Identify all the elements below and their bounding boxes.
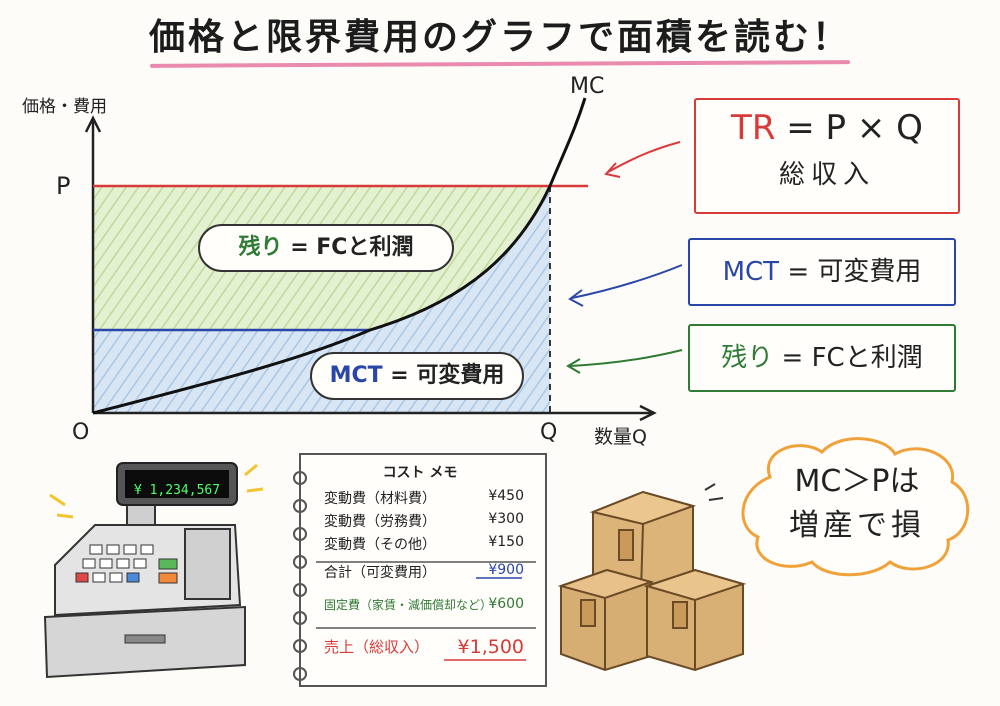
cash-register-illustration [43, 462, 264, 679]
cardboard-boxes-illustration [557, 483, 747, 672]
variable-cost-region-label: MCT = 可変費用 [310, 352, 524, 400]
memo-value: ¥1,500 [457, 636, 524, 658]
memo-value: ¥300 [488, 511, 524, 527]
memo-label: 変動費（材料費） [324, 491, 436, 507]
cloud-line-2: 増産で損 [789, 508, 925, 543]
surplus-label-term: 残り [238, 235, 283, 260]
memo-value: ¥900 [488, 562, 524, 578]
register-display: ¥ 1,234,567 [133, 483, 221, 498]
cloud-bubble [741, 437, 970, 577]
memo-label: 固定費（家賃・減価償却など） [324, 598, 493, 612]
mc-label: MC [570, 74, 605, 99]
memo-value: ¥150 [488, 534, 524, 550]
arrow-tr [607, 141, 681, 173]
variable-cost-region-left [93, 330, 370, 413]
remainder-box: 残り = FCと利潤 [688, 324, 956, 392]
memo-value: ¥600 [488, 596, 524, 612]
origin-label: O [72, 420, 90, 445]
surplus-label-definition: = FCと利潤 [282, 235, 414, 260]
p-tick-label: P [56, 172, 71, 200]
tr-term: TR [731, 108, 776, 148]
arrow-remainder [569, 349, 683, 367]
remainder-equation: = FCと利潤 [773, 343, 923, 373]
tr-box: TR = P × Q 総収入 [694, 98, 960, 214]
y-axis-label: 価格・費用 [22, 97, 107, 117]
memo-value: ¥450 [488, 488, 524, 504]
mct-box: MCT = 可変費用 [688, 238, 956, 306]
memo-label: 変動費（労務費） [324, 514, 436, 530]
x-axis-label: 数量Q [594, 426, 647, 448]
memo-pad-paper [293, 453, 547, 687]
cloud-line-1: MC＞Pは [794, 464, 920, 499]
remainder-term: 残り [721, 343, 774, 373]
memo-heading: コスト メモ [382, 465, 458, 481]
mc-curve [92, 97, 587, 415]
mct-term: MCT [722, 257, 780, 287]
page-title: 価格と限界費用のグラフで面積を読む！ [148, 17, 851, 58]
memo-pad: コスト メモ 変動費（材料費） ¥450 変動費（労務費） ¥300 変動費（その他… [286, 448, 554, 692]
memo-label: 変動費（その他） [324, 537, 436, 553]
q-tick-label: Q [540, 420, 558, 445]
memo-label: 売上（総収入） [324, 638, 430, 656]
tr-equation: = P × Q [775, 108, 923, 148]
tr-subtitle: 総収入 [778, 160, 875, 190]
tr-formula: TR = P × Q [696, 108, 958, 148]
arrow-mct [571, 264, 683, 299]
mct-equation: = 可変費用 [779, 257, 922, 287]
variable-cost-label-definition: = 可変費用 [382, 363, 505, 388]
variable-cost-label-term: MCT [329, 363, 383, 388]
surplus-region-label: 残り = FCと利潤 [198, 224, 454, 272]
memo-label: 合計（可変費用） [324, 565, 436, 581]
